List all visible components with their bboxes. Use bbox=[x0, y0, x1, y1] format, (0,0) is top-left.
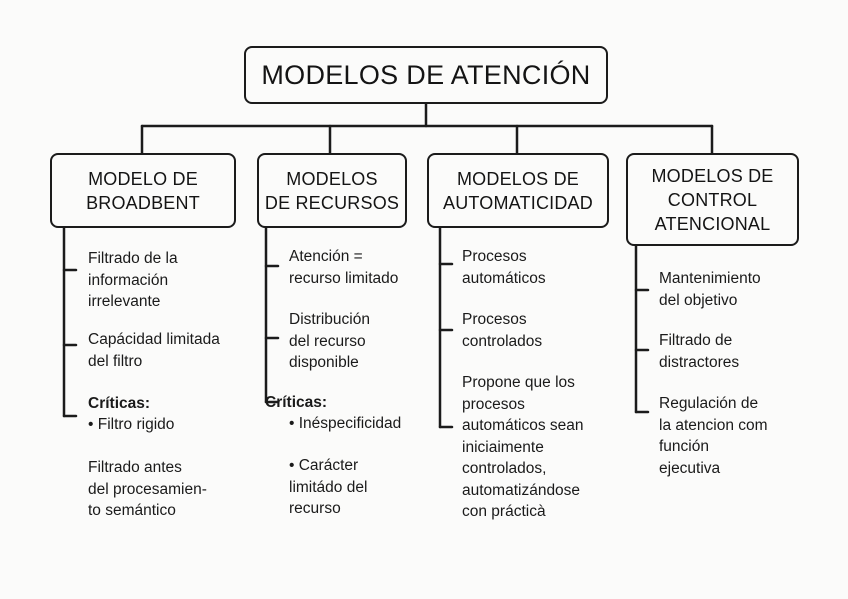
col4-heading-box: MODELOS DE CONTROL ATENCIONAL bbox=[626, 153, 799, 246]
col1-heading: MODELO DE BROADBENT bbox=[86, 168, 200, 213]
col3-item-3: Propone que los procesos automáticos sea… bbox=[462, 374, 584, 520]
title-box: MODELOS DE ATENCIÓN bbox=[244, 46, 608, 104]
col1-item-3: • Filtro rigido bbox=[88, 416, 175, 433]
col1-item-2: Capácidad limitada del filtro bbox=[88, 331, 220, 370]
col3-heading: MODELOS DE AUTOMATICIDAD bbox=[443, 168, 593, 213]
col2-item-4: • Carácter limitádo del recurso bbox=[289, 457, 368, 517]
col3-item-1: Procesos automáticos bbox=[462, 248, 546, 287]
col1-criticas-label: Críticas: bbox=[88, 395, 151, 412]
col3-heading-box: MODELOS DE AUTOMATICIDAD bbox=[427, 153, 609, 228]
col2-criticas-label: Críticas: bbox=[265, 394, 328, 411]
col2-item-3: • Inéspecificidad bbox=[289, 415, 402, 432]
col2-heading-box: MODELOS DE RECURSOS bbox=[257, 153, 407, 228]
col4-item-1: Mantenimiento del objetivo bbox=[659, 270, 761, 309]
col1-item-1: Filtrado de la información irrelevante bbox=[88, 250, 178, 310]
col4-heading: MODELOS DE CONTROL ATENCIONAL bbox=[651, 165, 774, 234]
diagram-title: MODELOS DE ATENCIÓN bbox=[261, 59, 591, 90]
col1-heading-box: MODELO DE BROADBENT bbox=[50, 153, 236, 228]
col1-item-4: Filtrado antes del procesamien- to semán… bbox=[88, 459, 207, 519]
col4-item-2: Filtrado de distractores bbox=[659, 332, 740, 371]
col4-item-3: Regulación de la atencion com función ej… bbox=[659, 395, 768, 477]
col3-item-2: Procesos controlados bbox=[462, 311, 543, 350]
col2-heading: MODELOS DE RECURSOS bbox=[264, 168, 400, 213]
col2-item-2: Distribución del recurso disponible bbox=[289, 311, 370, 371]
col2-item-1: Atención = recurso limitado bbox=[289, 248, 399, 287]
